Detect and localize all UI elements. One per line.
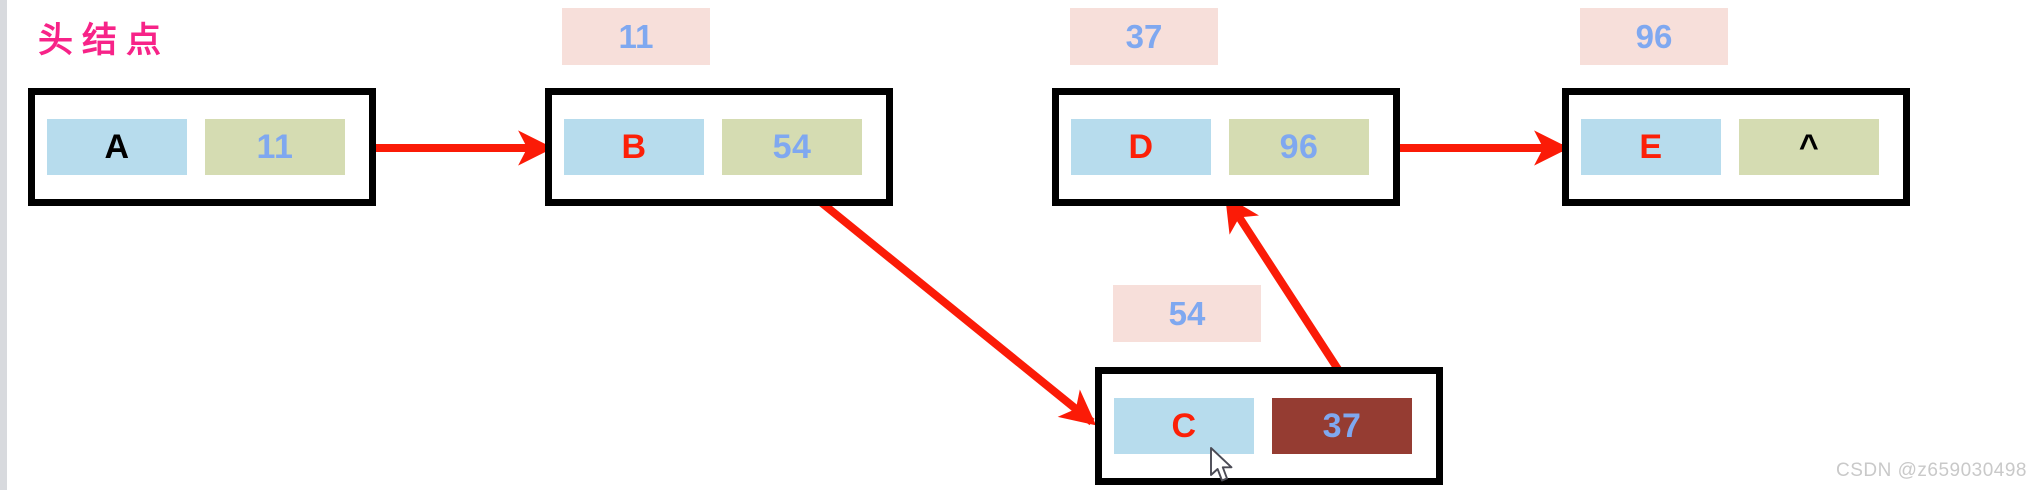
arrow-b-to-c (793, 178, 1097, 426)
node-d-next-cell[interactable]: 96 (1229, 119, 1369, 175)
address-label-b: 11 (562, 8, 710, 65)
node-e-data-cell[interactable]: E (1581, 119, 1721, 175)
node-a[interactable]: A 11 (28, 88, 376, 206)
address-label-c: 54 (1113, 285, 1261, 342)
node-e[interactable]: E ^ (1562, 88, 1910, 206)
left-edge-strip (0, 0, 7, 490)
node-c-data-cell[interactable]: C (1114, 398, 1254, 454)
node-d-data-cell[interactable]: D (1071, 119, 1211, 175)
node-c[interactable]: C 37 (1095, 367, 1443, 485)
node-a-data-cell[interactable]: A (47, 119, 187, 175)
node-d[interactable]: D 96 (1052, 88, 1400, 206)
node-a-next-cell[interactable]: 11 (205, 119, 345, 175)
node-b-data-cell[interactable]: B (564, 119, 704, 175)
watermark: CSDN @z659030498 (1835, 460, 2027, 481)
node-b[interactable]: B 54 (545, 88, 893, 206)
address-label-e: 96 (1580, 8, 1728, 65)
node-b-next-cell[interactable]: 54 (722, 119, 862, 175)
address-label-d: 37 (1070, 8, 1218, 65)
node-c-next-cell[interactable]: 37 (1272, 398, 1412, 454)
mouse-cursor-icon (1210, 447, 1233, 482)
node-e-next-cell-null[interactable]: ^ (1739, 119, 1879, 175)
head-node-caption: 头结点 (38, 21, 171, 61)
